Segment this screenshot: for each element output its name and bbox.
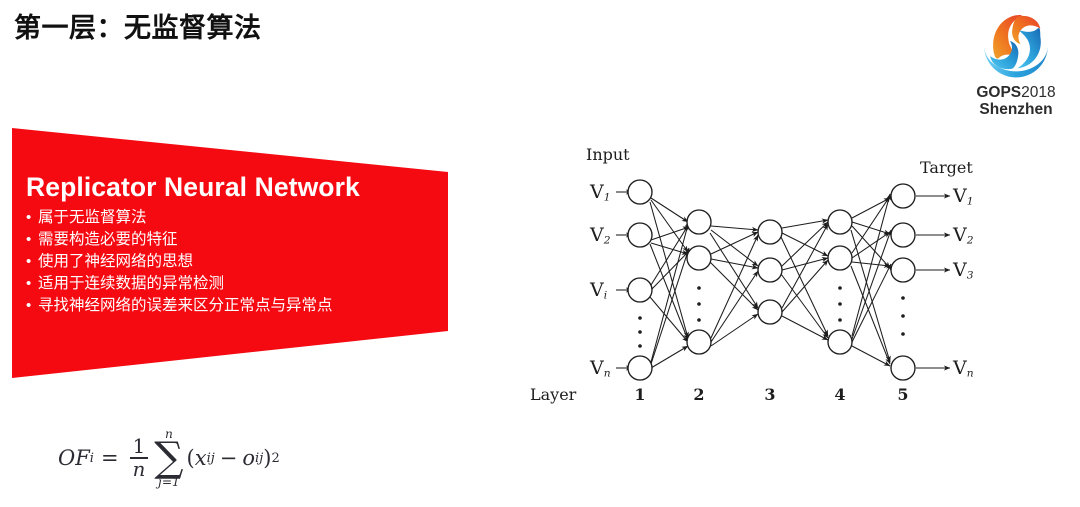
bullet-marker-icon: • [26, 297, 32, 314]
output-node-subscript: 2 [966, 233, 974, 247]
highlight-banner: Replicator Neural Network • 属于无监督算法 • 需要… [0, 118, 470, 388]
input-node-subscript: 1 [603, 190, 611, 204]
output-node-subscript: 1 [966, 194, 974, 208]
banner-heading: Replicator Neural Network [26, 172, 360, 202]
layer-number-3: 3 [764, 385, 776, 404]
output-node-letter: V [953, 259, 967, 281]
input-node-letter: V [590, 224, 604, 246]
banner-bullet-text: 适用于连续数据的异常检测 [38, 275, 225, 292]
banner-bullet-4: • 适用于连续数据的异常检测 [26, 273, 436, 295]
input-node-label-2: V2 [590, 224, 611, 246]
output-node-label-2: V2 [953, 224, 974, 246]
banner-bullet-text: 属于无监督算法 [38, 209, 147, 226]
formula-term2: o [242, 446, 256, 471]
formula-close-paren: ) [263, 446, 272, 471]
output-node-subscript: n [966, 366, 974, 380]
formula-lhs: OF [58, 446, 90, 471]
formula-term1-subscript: ij [206, 450, 215, 466]
logo-brand-year: GOPS2018 [964, 84, 1068, 101]
formula-term1: x [194, 446, 207, 471]
bullet-marker-icon: • [26, 275, 32, 292]
input-node-subscript: i [603, 288, 608, 302]
output-node-label-3: V3 [953, 259, 974, 281]
bullet-marker-icon: • [26, 231, 32, 248]
page-title: 第一层：无监督算法 [14, 13, 262, 43]
input-node-label-3: Vi [590, 279, 607, 301]
network-input-label: Input [586, 145, 630, 164]
network-target-label: Target [920, 158, 973, 177]
formula-open-paren: ( [186, 446, 195, 471]
input-node-label-1: V1 [590, 181, 611, 203]
banner-bullet-text: 使用了神经网络的思想 [38, 253, 194, 270]
network-layer-label: Layer [530, 385, 577, 404]
formula-exponent: 2 [271, 450, 280, 466]
formula-sum-lower-limit: j=1 [158, 474, 180, 489]
layer-number-5: 5 [897, 385, 909, 404]
input-node-letter: V [590, 279, 604, 301]
replicator-network-diagram: Input Target Layer 1 2 3 4 5 V1 V2 Vi Vn… [520, 140, 1040, 410]
bullet-marker-icon: • [26, 209, 32, 226]
banner-bullet-5: • 寻找神经网络的误差来区分正常点与异常点 [26, 295, 436, 317]
output-node-letter: V [953, 224, 967, 246]
input-node-letter: V [590, 357, 604, 379]
layer-number-1: 1 [634, 385, 646, 404]
formula-sum-upper-limit: n [164, 427, 173, 441]
sigma-icon: ∑ [154, 433, 184, 482]
input-node-label-4: Vn [590, 357, 611, 379]
layer-number-4: 4 [834, 385, 846, 404]
network-diagram-svg [616, 179, 951, 381]
bullet-marker-icon: • [26, 253, 32, 270]
input-node-letter: V [590, 181, 604, 203]
layer-number-2: 2 [693, 385, 705, 404]
logo-year: 2018 [1021, 84, 1056, 101]
formula-minus: − [219, 446, 238, 471]
formula-summation: n ∑ j=1 [154, 428, 183, 488]
formula-fraction: 1 n [129, 434, 149, 481]
logo-city: Shenzhen [979, 101, 1053, 118]
output-node-label-4: Vn [953, 357, 974, 379]
banner-bullet-2: • 需要构造必要的特征 [26, 229, 436, 251]
gops-logo-mark [984, 15, 1048, 78]
gops-logo: GOPS2018 Shenzhen [964, 4, 1068, 130]
formula-fraction-denominator: n [132, 457, 146, 481]
input-node-subscript: 2 [603, 233, 611, 247]
formula-term2-subscript: ij [255, 450, 264, 466]
banner-shape [12, 128, 448, 378]
banner-bullet-text: 需要构造必要的特征 [38, 231, 178, 248]
formula-fraction-numerator: 1 [132, 434, 146, 458]
formula-fraction-bar [129, 457, 149, 459]
output-node-letter: V [953, 357, 967, 379]
logo-brand: GOPS [976, 84, 1022, 101]
formula-equals: = [100, 446, 119, 471]
banner-bullet-1: • 属于无监督算法 [26, 207, 436, 229]
banner-bullet-3: • 使用了神经网络的思想 [26, 251, 436, 273]
banner-content: Replicator Neural Network • 属于无监督算法 • 需要… [26, 172, 436, 317]
output-node-subscript: 3 [966, 268, 974, 282]
output-node-letter: V [953, 185, 967, 207]
output-node-label-1: V1 [953, 185, 974, 207]
banner-bullet-text: 寻找神经网络的误差来区分正常点与异常点 [38, 297, 333, 314]
formula-lhs-subscript: i [89, 450, 94, 466]
input-node-subscript: n [603, 366, 611, 380]
